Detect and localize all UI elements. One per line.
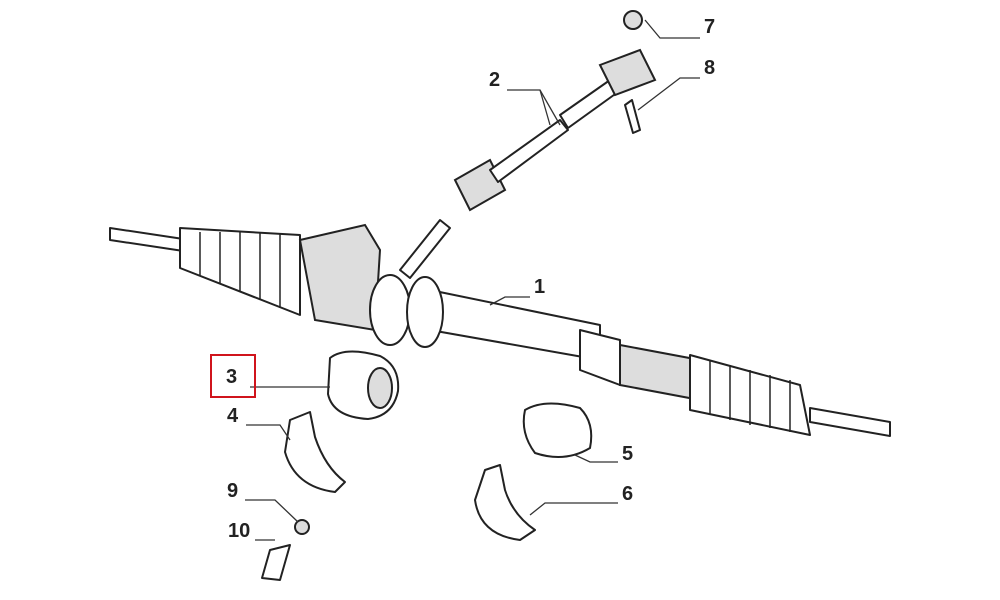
callout-label-4: 4 (227, 405, 239, 427)
callout-label-6: 6 (622, 483, 634, 505)
leader-lines (245, 19, 700, 541)
steering-shaft (399, 10, 657, 279)
steering-rack (109, 223, 891, 437)
callout-3-highlight (210, 354, 256, 398)
callout-label-3: 3 (226, 366, 238, 388)
clamp-4 (284, 411, 346, 493)
callout-label-5: 5 (622, 443, 634, 465)
callout-label-9: 9 (227, 480, 239, 502)
bolt-10 (261, 544, 291, 581)
callout-label-7: 7 (704, 16, 716, 38)
callout-label-2: 2 (489, 69, 501, 91)
callout-label-8: 8 (704, 57, 716, 79)
callout-label-10: 10 (228, 520, 251, 542)
callout-label-1: 1 (534, 276, 546, 298)
washer-9 (294, 519, 310, 535)
clamp-6 (474, 464, 536, 541)
bush-5 (522, 402, 593, 458)
